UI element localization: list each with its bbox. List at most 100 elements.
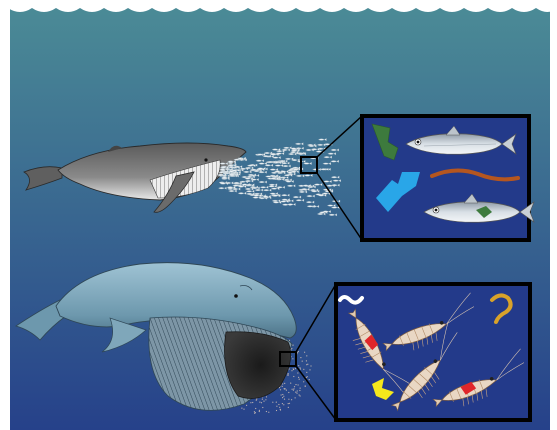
krill-dot [289,403,290,404]
krill-dot [306,355,307,356]
krill-dot [309,379,310,380]
krill-dot [288,392,289,393]
krill-dot [254,413,255,414]
krill-dot [280,409,281,410]
krill-dot [293,390,294,391]
krill-dot [303,369,304,370]
krill-dot [306,377,307,378]
upper-inset-panel [362,116,534,240]
krill-dot [259,411,260,412]
krill-dot [286,390,287,391]
krill-dot [292,345,293,346]
krill-dot [299,367,300,368]
krill-dot [282,394,283,395]
krill-dot [294,386,295,387]
krill-dot [276,406,277,407]
krill-dot [292,358,293,359]
krill-dot [306,360,307,361]
krill-dot [299,390,300,391]
krill-dot [291,348,292,349]
krill-dot [299,394,300,395]
krill-dot [304,352,305,353]
krill-dot [300,357,301,358]
krill-dot [246,405,247,406]
krill-dot [266,396,267,397]
krill-dot [297,390,298,391]
krill-dot [297,352,298,353]
krill-dot [283,404,284,405]
krill-dot [300,395,301,396]
krill-dot [272,402,273,403]
krill-dot [284,383,285,384]
krill-dot [295,368,296,369]
krill-dot [288,399,289,400]
krill-dot [291,370,292,371]
krill-dot [262,399,263,400]
krill-dot [288,373,289,374]
krill-dot [284,399,285,400]
krill-dot [293,369,294,370]
krill-dot [283,396,284,397]
krill-dot [292,389,293,390]
krill-dot [259,402,260,403]
krill-dot [241,408,242,409]
krill-dot [302,361,303,362]
krill-dot [287,374,288,375]
krill-dot [290,383,291,384]
krill-dot [282,397,283,398]
krill-dot [293,388,294,389]
krill-dot [306,372,307,373]
krill-dot [256,398,257,399]
krill-dot [282,403,283,404]
krill-dot [256,400,257,401]
krill-dot [296,393,297,394]
krill-dot [254,411,255,412]
krill-dot [310,365,311,366]
krill-dot [284,388,285,389]
krill-dot [265,399,266,400]
krill-dot [298,384,299,385]
krill-dot [297,372,298,373]
krill-dot [305,385,306,386]
krill-dot [250,402,251,403]
krill-dot [281,394,282,395]
krill-dot [282,386,283,387]
lower-inset-panel [336,284,533,420]
krill-dot [276,402,277,403]
krill-dot [295,392,296,393]
krill-dot [298,377,299,378]
krill-dot [303,381,304,382]
krill-dot [300,388,301,389]
krill-dot [298,365,299,366]
krill-dot [280,389,281,390]
krill-dot [293,376,294,377]
krill-dot [252,402,253,403]
krill-dot [243,409,244,410]
krill-dot [263,401,264,402]
krill-dot [306,364,307,365]
krill-dot [309,369,310,370]
krill-dot [276,410,277,411]
krill-dot [307,376,308,377]
krill-dot [262,407,263,408]
krill-dot [261,402,262,403]
krill-dot [299,379,300,380]
krill-dot [279,407,280,408]
krill-dot [259,410,260,411]
krill-dot [266,411,267,412]
krill-dot [288,407,289,408]
krill-dot [268,412,269,413]
krill-dot [278,404,279,405]
krill-dot [298,351,299,352]
krill-dot [255,408,256,409]
krill-dot [295,384,296,385]
krill-dot [291,399,292,400]
krill-dot [288,403,289,404]
krill-dot [295,397,296,398]
krill-dot [307,364,308,365]
krill-dot [282,383,283,384]
krill-dot [300,368,301,369]
krill-dot [289,368,290,369]
